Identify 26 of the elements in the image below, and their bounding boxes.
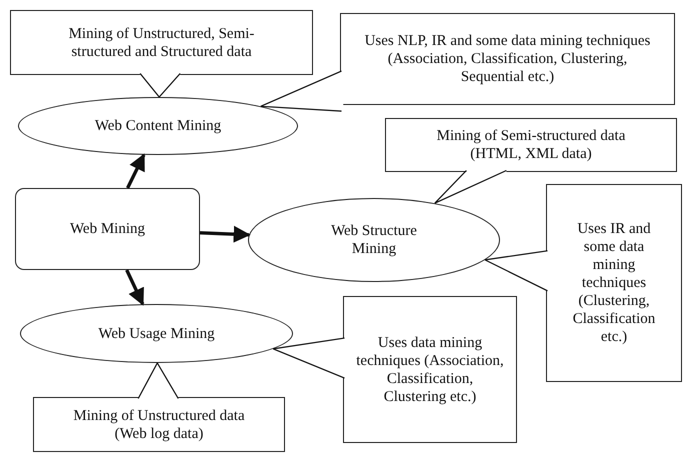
callout-pointer: [434, 170, 507, 204]
arrow: [200, 226, 251, 243]
node-label: Web Structure Mining: [330, 222, 418, 258]
callout-box: [33, 397, 285, 452]
callout-pointer: [138, 362, 179, 400]
callout-box: [546, 184, 682, 382]
callout-box: [343, 296, 517, 443]
process-box: [15, 188, 200, 270]
node-label: Mining of Semi-structured data (HTML, XML data): [436, 127, 626, 163]
node-label: Web Content Mining: [94, 117, 222, 135]
callout-pointer: [140, 72, 181, 98]
node-label: Web Mining: [70, 220, 146, 238]
callout-box: [10, 10, 313, 75]
node-label: Mining of Unstructured, Semi-structured and Structured data: [68, 24, 256, 60]
node-label: Web Usage Mining: [98, 324, 215, 342]
arrow: [125, 269, 144, 306]
callout-box: [340, 13, 675, 105]
node-label: Mining of Unstructured data (Web log data): [72, 406, 246, 442]
node-label: Uses data mining techniques (Association, Classification, Clustering etc.): [356, 334, 504, 406]
node-label: Uses IR and some data mining techniques (Clustering, Classification etc.): [572, 220, 656, 346]
callout-pointer: [260, 70, 342, 112]
node-label: Uses NLP, IR and some data mining techniques (Association, Classification, Clustering, Sequential etc.): [364, 32, 652, 86]
callout-pointer: [272, 337, 346, 379]
arrow: [126, 153, 146, 189]
callout-box: [385, 118, 677, 172]
callout-pointer: [484, 250, 548, 292]
